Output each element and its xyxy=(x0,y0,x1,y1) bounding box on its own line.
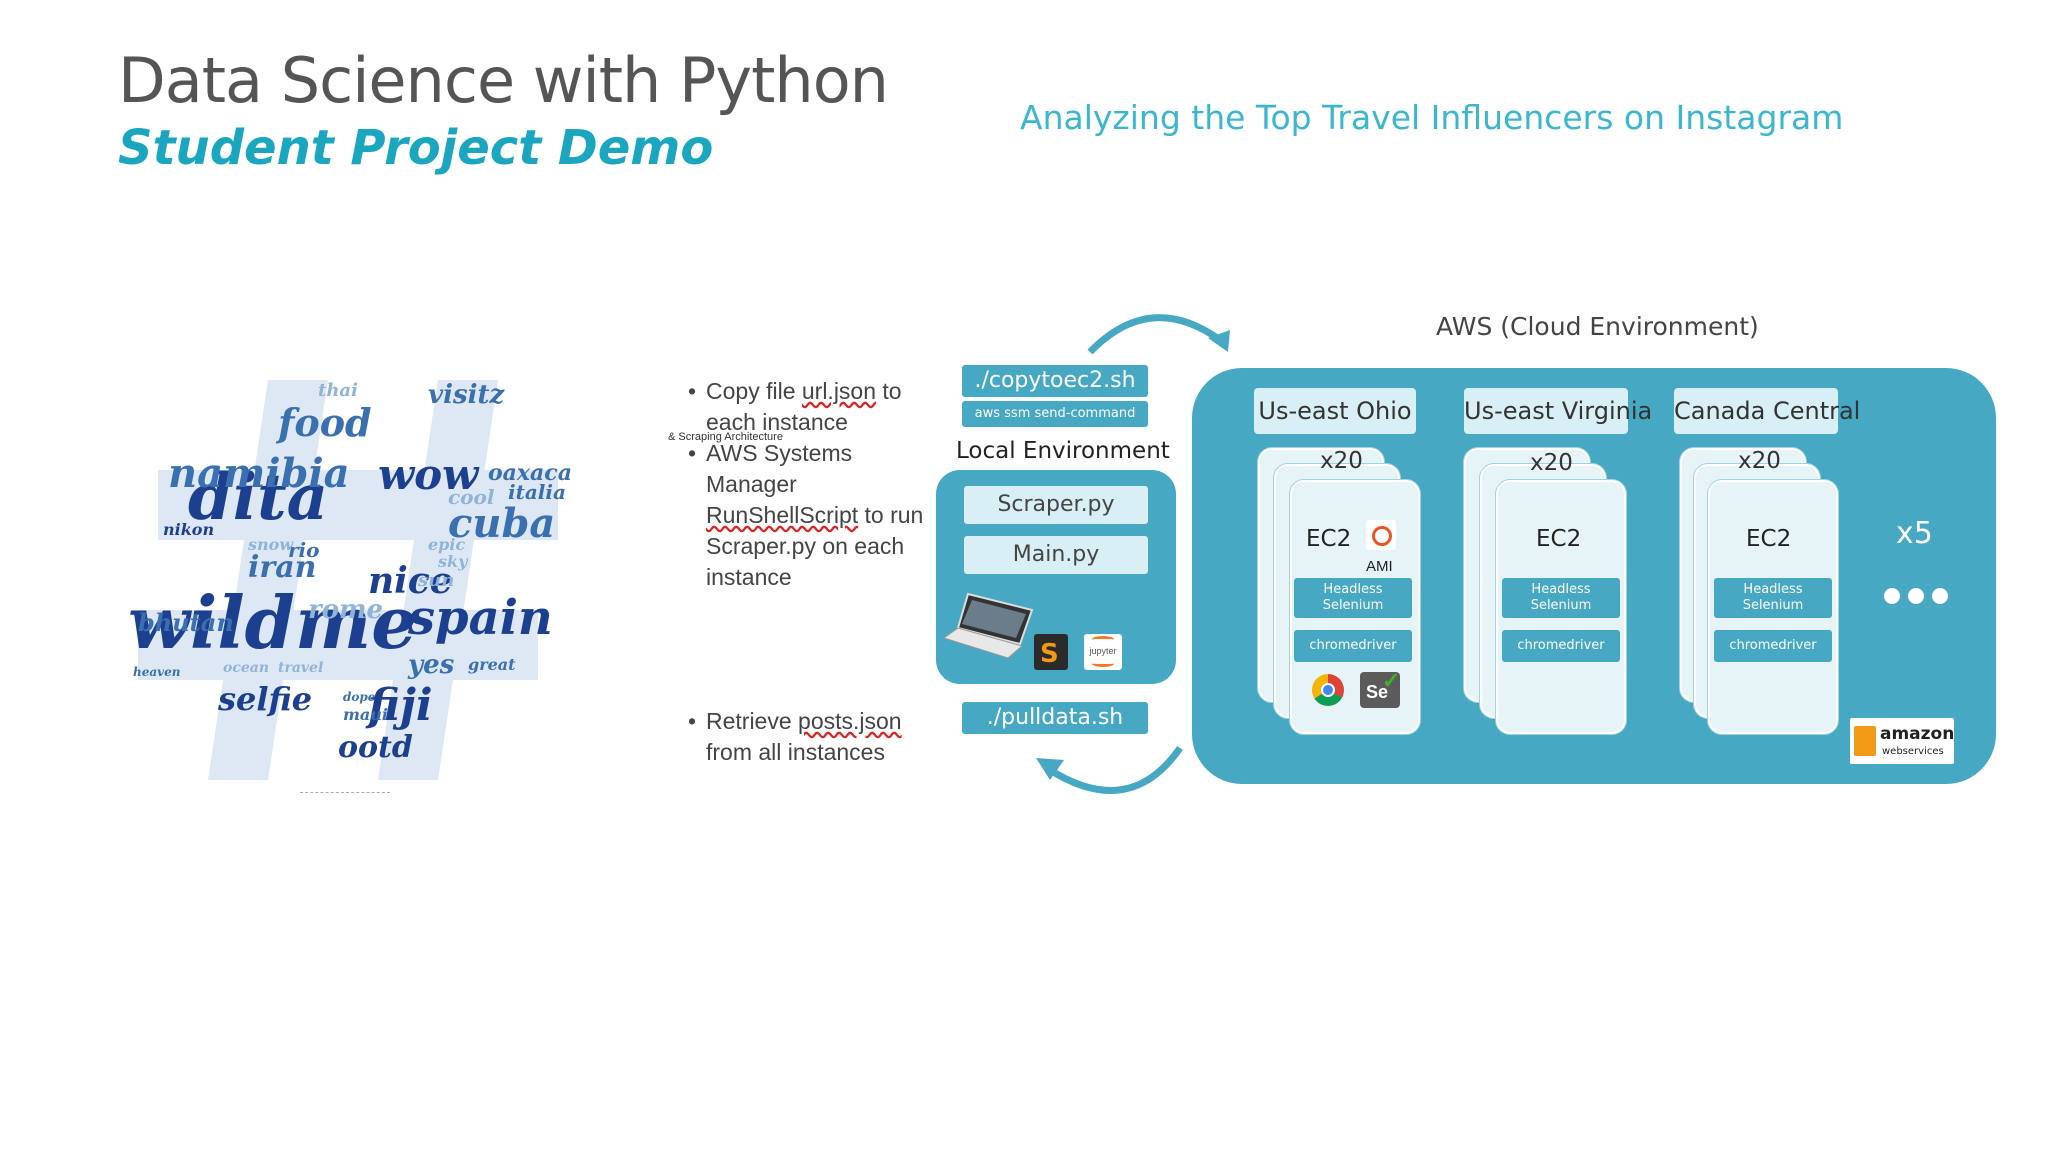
upload-arrow-icon xyxy=(1087,314,1230,355)
chrome-icon xyxy=(1312,674,1344,706)
instance-card-front: EC2 AMI Headless Selenium chromedriver S… xyxy=(1290,480,1420,734)
bullet-dot-icon: • xyxy=(688,378,697,404)
wc-word: snow xyxy=(248,535,294,554)
wordcloud-caption-line xyxy=(300,792,390,793)
wc-word: epic xyxy=(428,535,466,554)
wc-word: food xyxy=(278,400,372,445)
scraper-file: Scraper.py xyxy=(964,486,1148,524)
wc-word: namibia xyxy=(168,450,350,497)
instance-card-front: EC2 Headless Selenium chromedriver xyxy=(1708,480,1838,734)
headless-selenium-chip: Headless Selenium xyxy=(1714,578,1832,618)
wc-word: italia xyxy=(508,480,566,504)
download-arrow-icon xyxy=(1036,746,1183,794)
laptop-icon xyxy=(942,592,1034,659)
ohio-count: x20 xyxy=(1320,448,1363,474)
region-canada-central: Canada Central xyxy=(1674,388,1860,434)
wc-word: nice xyxy=(368,560,453,602)
pulldata-script: ./pulldata.sh xyxy=(962,702,1148,734)
wc-word: sky xyxy=(438,552,468,571)
project-title: Analyzing the Top Travel Influencers on … xyxy=(1020,98,1844,137)
bullet-dot-icon: • xyxy=(688,440,697,466)
wc-word: travel xyxy=(278,660,324,676)
aws-environment-label: AWS (Cloud Environment) xyxy=(1436,312,1759,341)
wc-word: nikon xyxy=(163,520,215,539)
chromedriver-chip: chromedriver xyxy=(1502,630,1620,662)
chromedriver-chip: chromedriver xyxy=(1714,630,1832,662)
local-environment-box: Scraper.py Main.py S jupyter xyxy=(936,470,1176,684)
wc-word: yes xyxy=(408,650,455,680)
wc-word: heaven xyxy=(133,665,181,679)
wc-word: cuba xyxy=(448,500,556,547)
chromedriver-chip: chromedriver xyxy=(1294,630,1412,662)
wc-word: bhutan xyxy=(138,608,234,637)
wc-word: wow xyxy=(378,450,479,499)
wc-word: sun xyxy=(418,570,455,591)
ec2-label: EC2 xyxy=(1746,526,1792,552)
main-file: Main.py xyxy=(964,536,1148,574)
local-environment-label: Local Environment xyxy=(956,438,1170,464)
canada-count: x20 xyxy=(1738,448,1781,474)
ubuntu-icon xyxy=(1366,520,1396,550)
wc-word: spain xyxy=(408,590,553,646)
bullet-copy: • Copy file url.json to each instance xyxy=(688,378,902,435)
ec2-label: EC2 xyxy=(1306,526,1352,552)
aws-logo: amazon webservices xyxy=(1850,718,1954,764)
wc-word: rio xyxy=(288,538,320,562)
bullet-retrieve: • Retrieve posts.json from all instances xyxy=(688,708,902,765)
wc-word: wildme xyxy=(128,580,418,665)
wc-word: great xyxy=(468,655,516,674)
wc-word: fiji xyxy=(368,680,433,731)
wc-word: rome xyxy=(308,595,384,625)
aws-environment-box: Us-east Ohio EC2 AMI Headless Selenium c… xyxy=(1192,368,1996,784)
wc-word: ootd xyxy=(338,730,413,765)
wc-word: maui xyxy=(343,705,389,724)
aws-cubes-icon xyxy=(1854,726,1876,756)
slide-title: Data Science with Python xyxy=(118,44,889,117)
hashtag-word-cloud: dita wildme namibia wow cuba spain food … xyxy=(118,360,578,800)
jupyter-icon: jupyter xyxy=(1084,634,1122,670)
wc-word: selfie xyxy=(218,680,313,718)
selenium-icon: Se ✓ xyxy=(1360,668,1400,708)
headless-selenium-chip: Headless Selenium xyxy=(1294,578,1412,618)
wc-word: iran xyxy=(248,550,317,585)
wc-word: dope xyxy=(343,690,376,704)
bullet-ssm: • AWS Systems Manager RunShellScript to … xyxy=(688,440,924,590)
slide-subtitle: Student Project Demo xyxy=(118,120,714,176)
sublime-text-icon: S xyxy=(1034,634,1068,670)
ellipsis-icon xyxy=(1884,588,1948,609)
instance-card-front: EC2 Headless Selenium chromedriver xyxy=(1496,480,1626,734)
ami-label: AMI xyxy=(1366,558,1393,575)
wc-word: ocean xyxy=(223,660,270,676)
wc-word: visitz xyxy=(428,380,505,410)
virginia-count: x20 xyxy=(1530,450,1573,476)
scraping-architecture-tag: & Scraping Architecture xyxy=(666,430,785,444)
wc-word: thai xyxy=(318,380,358,401)
copytoec2-script: ./copytoec2.sh xyxy=(962,365,1148,397)
wc-word: oaxaca xyxy=(488,460,572,486)
more-instances-count: x5 xyxy=(1896,516,1933,551)
headless-selenium-chip: Headless Selenium xyxy=(1502,578,1620,618)
ec2-label: EC2 xyxy=(1536,526,1582,552)
wc-word: cool xyxy=(448,485,495,509)
wc-word: dita xyxy=(188,460,329,535)
bullet-dot-icon: • xyxy=(688,708,697,734)
ssm-send-command: aws ssm send-command xyxy=(962,401,1148,427)
region-us-east-ohio: Us-east Ohio xyxy=(1254,388,1416,434)
region-us-east-virginia: Us-east Virginia xyxy=(1464,388,1652,434)
